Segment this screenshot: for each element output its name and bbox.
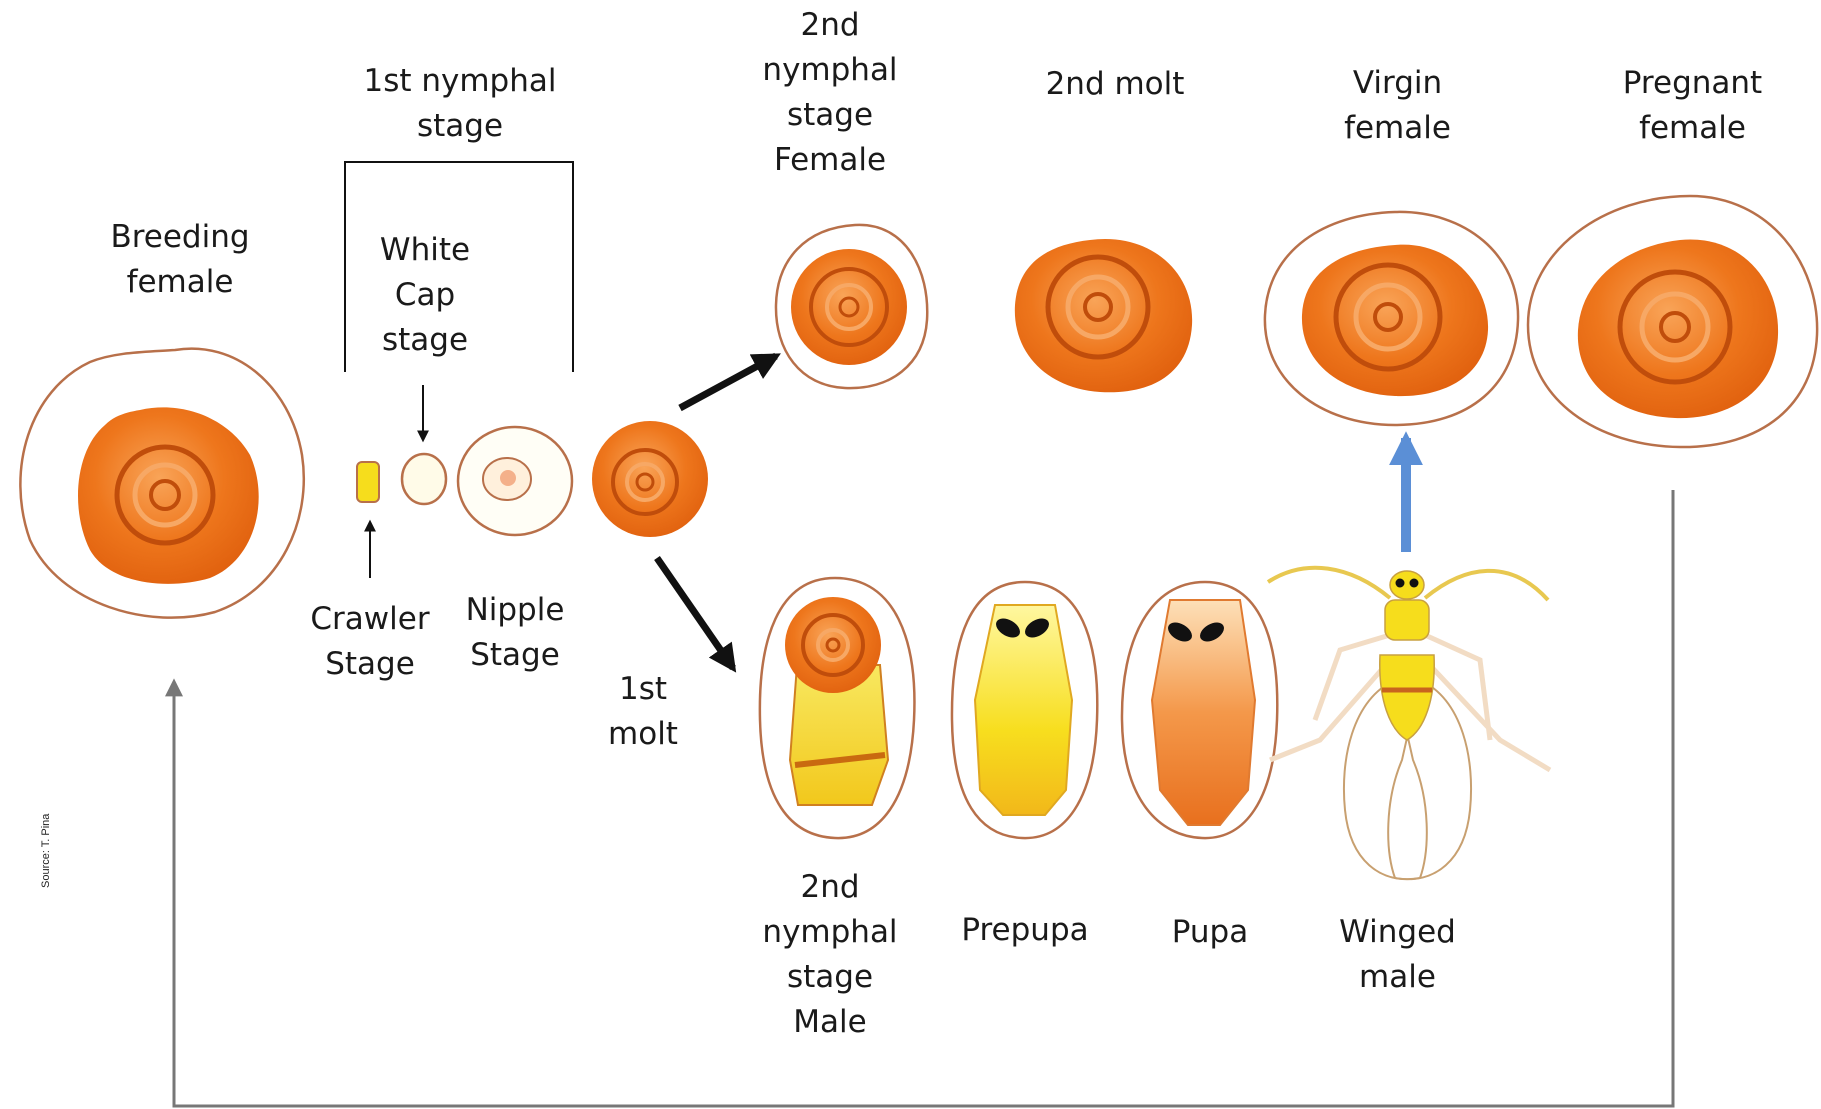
second-nymphal-male-scale: [760, 578, 915, 838]
prepupa-label: Prepupa: [940, 908, 1110, 953]
first-nymphal-stage-label: 1st nymphal stage: [340, 59, 580, 149]
second-nymphal-female-scale: [776, 225, 927, 388]
winged-male-label: Winged male: [1320, 910, 1475, 1000]
pregnant-female-scale: [1528, 196, 1817, 447]
pupa-icon: [1122, 582, 1277, 838]
female-branch-arrow: [680, 356, 776, 408]
winged-male-icon: [1268, 568, 1550, 879]
second-nymphal-female-label: 2nd nymphal stage Female: [740, 3, 920, 183]
breeding-female-scale: [20, 349, 303, 618]
virgin-female-scale: [1265, 212, 1518, 425]
pregnant-female-label: Pregnant female: [1590, 61, 1795, 151]
second-nymphal-male-label: 2nd nymphal stage Male: [740, 865, 920, 1045]
crawler-stage-label: Crawler Stage: [290, 597, 450, 687]
first-molt-scale: [592, 421, 708, 537]
white-cap-stage-icon: [402, 454, 446, 504]
breeding-female-label: Breeding female: [80, 215, 280, 305]
virgin-female-label: Virgin female: [1315, 61, 1480, 151]
source-credit: Source: T. Pina: [40, 814, 52, 888]
male-branch-arrow: [657, 558, 733, 668]
second-molt-scale: [1015, 239, 1192, 392]
second-molt-label: 2nd molt: [1025, 62, 1205, 107]
pupa-label: Pupa: [1150, 910, 1270, 955]
crawler-stage-icon: [357, 462, 379, 502]
nipple-stage-icon: [458, 427, 572, 535]
white-cap-stage-label: White Cap stage: [345, 228, 505, 363]
nipple-stage-label: Nipple Stage: [440, 588, 590, 678]
first-molt-label: 1st molt: [583, 667, 703, 757]
prepupa-icon: [952, 582, 1097, 838]
